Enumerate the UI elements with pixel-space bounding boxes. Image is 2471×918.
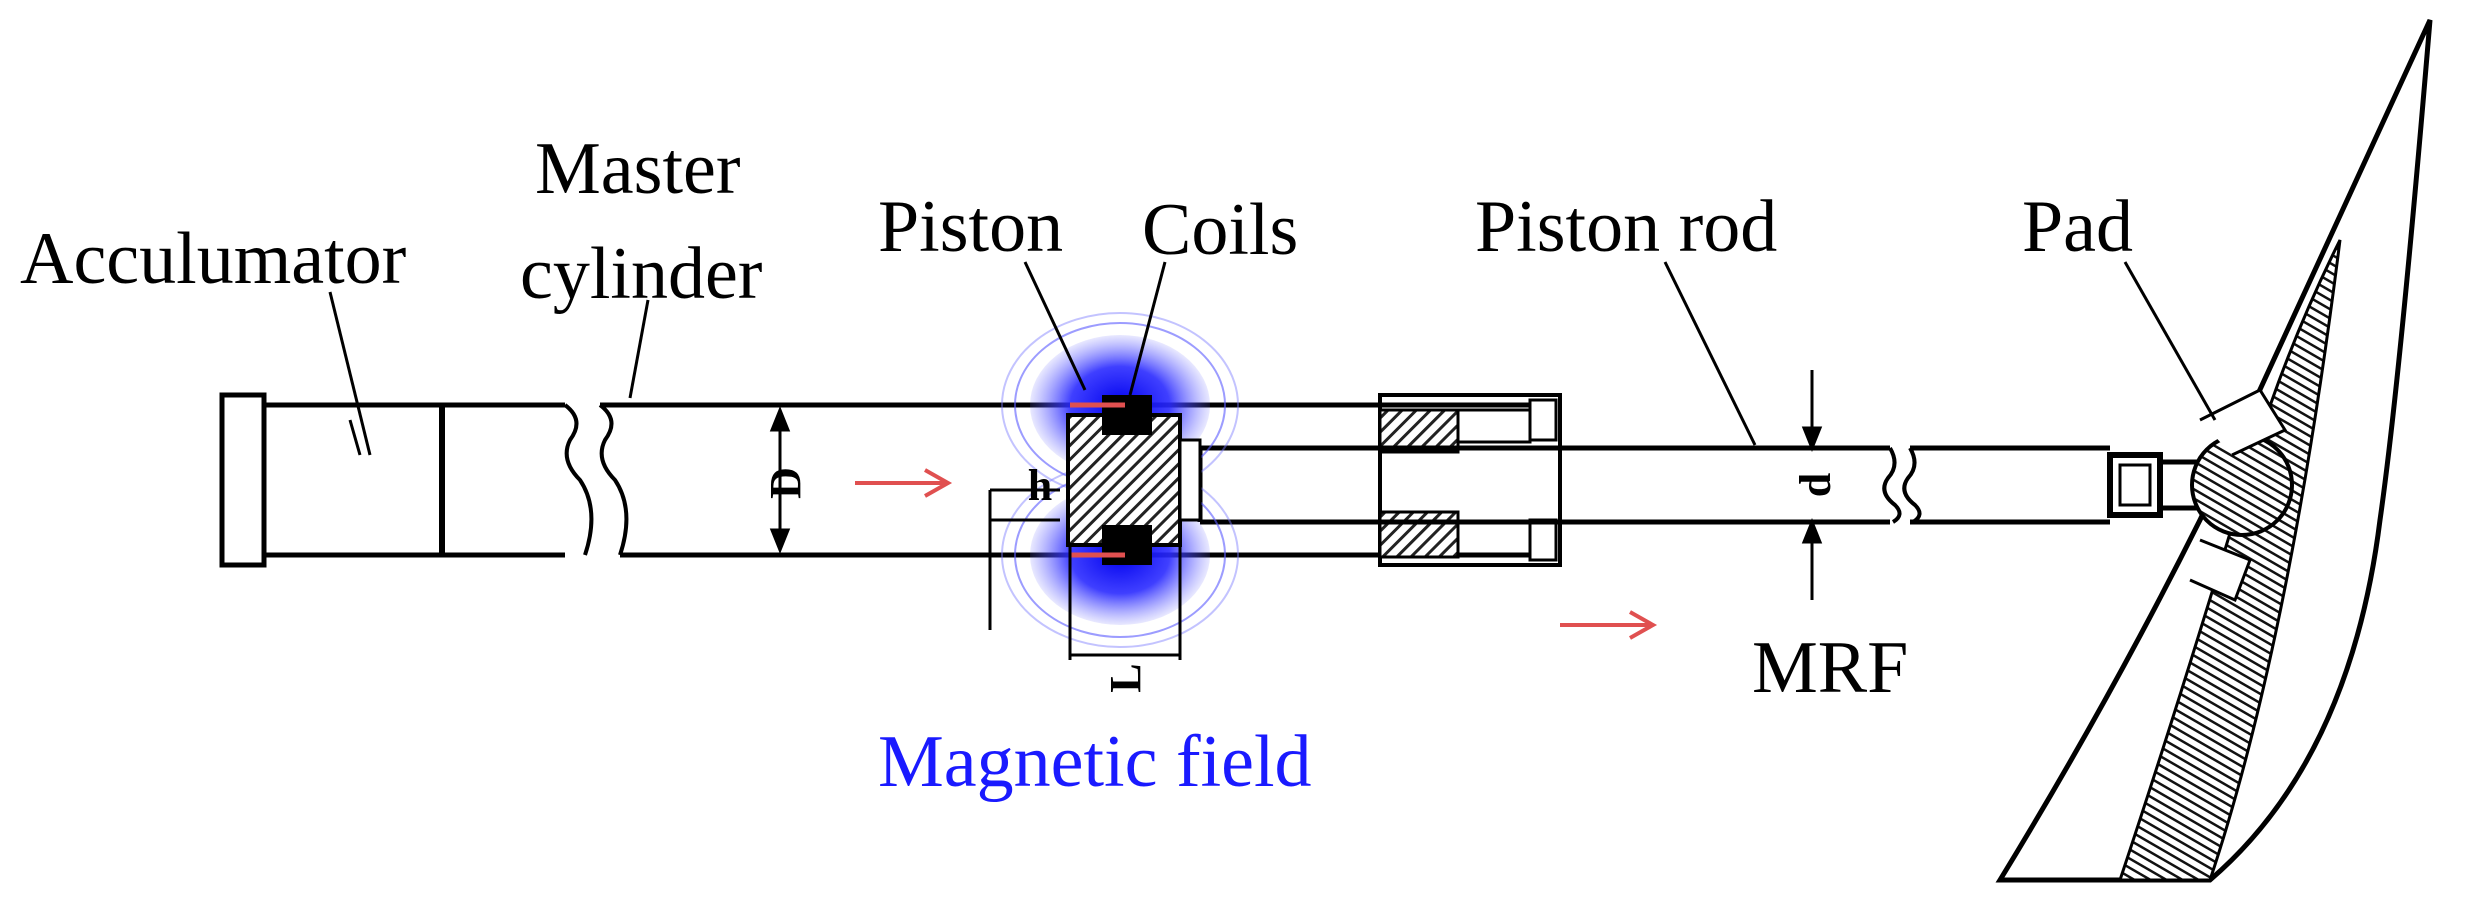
- dimension-L-label: L: [1101, 663, 1150, 692]
- label-piston: Piston: [878, 186, 1063, 268]
- label-magnetic-field: Magnetic field: [878, 721, 1312, 803]
- label-coils: Coils: [1142, 189, 1298, 271]
- label-mrf: MRF: [1752, 627, 1908, 709]
- dimension-L: [1068, 545, 1182, 660]
- coil-upper: [1102, 395, 1152, 435]
- flow-arrow-cylinder: [855, 468, 953, 498]
- leader-lines: [328, 261, 2217, 456]
- dimension-d: [1801, 370, 1823, 600]
- rod-guide-seals: [1378, 398, 1558, 562]
- label-piston-rod: Piston rod: [1475, 186, 1777, 268]
- label-master-cylinder-line1: Master: [535, 128, 741, 210]
- piston: [1066, 395, 1202, 565]
- piston-rod: [1197, 445, 2210, 525]
- flow-arrow-rod: [1560, 610, 1658, 640]
- dimension-D: [769, 405, 791, 555]
- dimension-D-label: D: [761, 467, 810, 499]
- coil-lower: [1102, 525, 1152, 565]
- label-master-cylinder-line2: cylinder: [520, 233, 762, 315]
- dimension-d-label: d: [1791, 473, 1840, 497]
- pad-assembly: [1995, 18, 2433, 883]
- dimension-h-label: h: [1028, 461, 1052, 510]
- dimension-h: [988, 488, 1060, 630]
- label-pad: Pad: [2022, 186, 2133, 268]
- cylinder-break-symbol: [563, 403, 629, 556]
- accumulator-body: [219, 392, 565, 568]
- label-accumulator: Acculumator: [20, 218, 406, 300]
